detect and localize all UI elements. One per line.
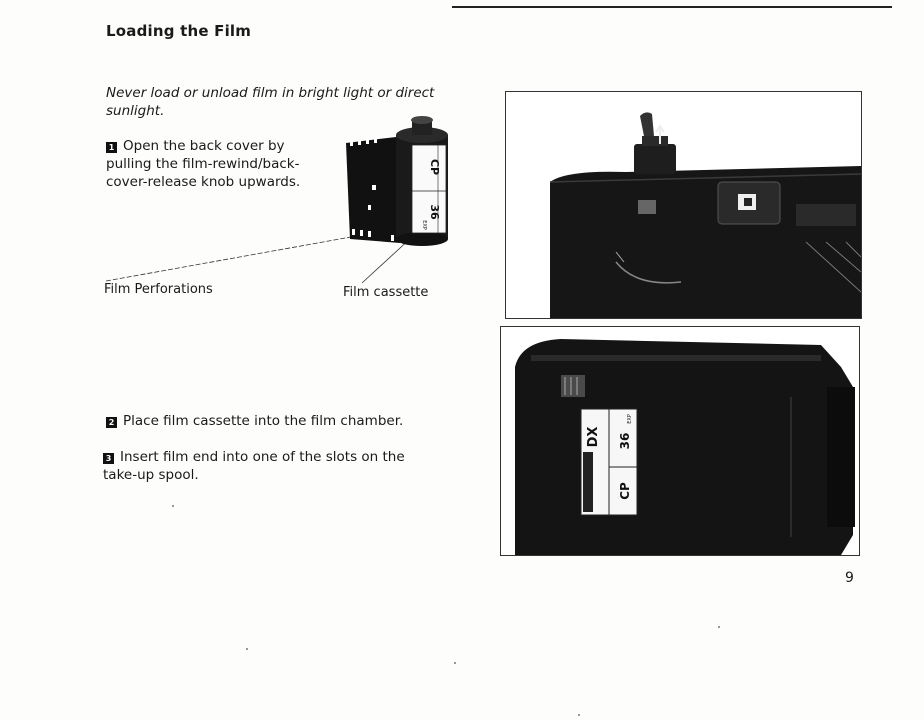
step-1-text: Open the back cover by pulling the film-… bbox=[106, 138, 301, 190]
photo-2-drawing: DX CP 36 EXP bbox=[501, 327, 859, 555]
step-3-text: Insert film end into one of the slots on… bbox=[103, 449, 405, 483]
step-3-number: 3 bbox=[103, 453, 114, 464]
photo-1-drawing bbox=[506, 92, 861, 318]
scan-speck bbox=[718, 626, 720, 628]
camera-back-open bbox=[515, 339, 853, 555]
label-film-perforations: Film Perforations bbox=[104, 282, 213, 297]
step-2-text: Place film cassette into the film chambe… bbox=[123, 413, 404, 429]
camera-body-top bbox=[550, 166, 861, 318]
cassette-leader-line bbox=[361, 236, 413, 284]
step-1-number: 1 bbox=[106, 142, 117, 153]
perforations-leader-line bbox=[105, 234, 363, 282]
chamber-brand-text: CP bbox=[618, 482, 632, 500]
rewind-knob bbox=[634, 144, 676, 174]
page-number: 9 bbox=[845, 570, 854, 586]
scan-speck bbox=[578, 714, 580, 716]
step-2: 2 Place film cassette into the film chamb… bbox=[106, 412, 436, 430]
rewind-crank bbox=[640, 112, 654, 136]
page-title: Loading the Film bbox=[106, 22, 252, 40]
scan-speck bbox=[246, 648, 248, 650]
cassette-exp-text: EXP bbox=[421, 220, 427, 230]
scan-speck bbox=[172, 505, 174, 507]
photo-cassette-in-chamber: DX CP 36 EXP bbox=[500, 326, 860, 556]
cassette-label bbox=[411, 144, 447, 234]
step-2-number: 2 bbox=[106, 417, 117, 428]
film-cassette-illustration: CP 36 EXP bbox=[105, 116, 448, 284]
top-rule bbox=[452, 6, 892, 8]
chamber-dx-text: DX bbox=[586, 427, 601, 448]
photo-camera-rewind-knob bbox=[505, 91, 862, 319]
chamber-exposure-text: 36 bbox=[618, 433, 632, 450]
up-arrow-icon bbox=[655, 124, 665, 144]
warning-text: Never load or unload film in bright ligh… bbox=[106, 85, 435, 119]
scan-speck bbox=[454, 662, 456, 664]
chamber-exp-text: EXP bbox=[627, 414, 633, 424]
cassette-brand-text: CP bbox=[428, 159, 441, 175]
film-perforations bbox=[350, 137, 394, 241]
cassette-exposure-text: 36 bbox=[428, 204, 441, 220]
label-film-cassette: Film cassette bbox=[343, 285, 429, 300]
